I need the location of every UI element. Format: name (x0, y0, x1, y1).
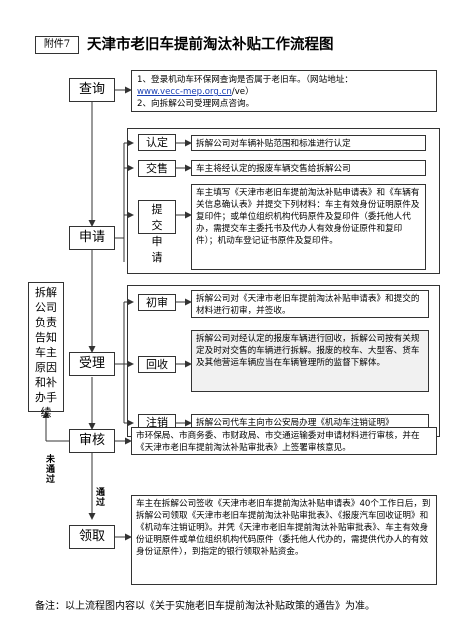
pass-label: 通过 (96, 488, 106, 508)
substage-submit: 提交申请 (138, 200, 176, 264)
page-title: 天津市老旧车提前淘汰补贴工作流程图 (87, 36, 334, 53)
footnote: 备注：以上流程图内容以《关于实施老旧车提前淘汰补贴政策的通告》为准。 (35, 601, 375, 612)
substage-handover: 交售 (138, 160, 176, 177)
substage-prelim: 初审 (138, 294, 176, 311)
link-suffix: /ve） (231, 87, 254, 97)
query-line-1: 1、登录机动车环保网查询是否属于老旧车。（网站地址： (137, 75, 354, 85)
side-note-box: 拆解公司负责告知车主原因和补办手续 (28, 282, 64, 419)
stage-apply: 申请 (69, 226, 115, 250)
prelim-box: 拆解公司对《天津市老旧车提前淘汰补贴申请表》和提交的材料进行初审，并签收。 (191, 290, 429, 318)
handover-box: 车主将经认定的报废车辆交售给拆解公司 (191, 160, 426, 176)
stage-accept: 受理 (69, 352, 115, 376)
collect-box: 车主在拆解公司签收《天津市老旧车提前淘汰补贴申请表》40个工作日后，到拆解公司领… (131, 495, 437, 585)
recycle-box: 拆解公司对经认定的报废车辆进行回收，拆解公司按有关规定及时对交售的车辆进行拆解。… (191, 330, 429, 392)
website-link[interactable]: www.vecc-mep.org.cn (137, 87, 232, 97)
not-pass-label: 未通过 (46, 455, 56, 485)
certify-box: 拆解公司对车辆补贴范围和标准进行认定 (191, 135, 426, 151)
query-line-2: 2、向拆解公司受理网点咨询。 (137, 99, 255, 109)
substage-recycle: 回收 (138, 356, 176, 373)
query-info-box: 1、登录机动车环保网查询是否属于老旧车。（网站地址： www.vecc-mep.… (131, 70, 437, 112)
stage-query: 查询 (69, 78, 115, 102)
substage-certify: 认定 (138, 134, 176, 151)
attachment-label: 附件7 (35, 36, 79, 54)
stage-collect: 领取 (69, 525, 115, 549)
apply-section-frame (127, 128, 440, 274)
review-box: 市环保局、市商务委、市财政局、市交通运输委对申请材料进行审核，并在《天津市老旧车… (131, 427, 437, 455)
submit-box: 车主填写《天津市老旧车提前淘汰补贴申请表》和《车辆有关信息确认表》并提交下列材料… (191, 184, 426, 270)
stage-review: 审核 (69, 429, 115, 453)
